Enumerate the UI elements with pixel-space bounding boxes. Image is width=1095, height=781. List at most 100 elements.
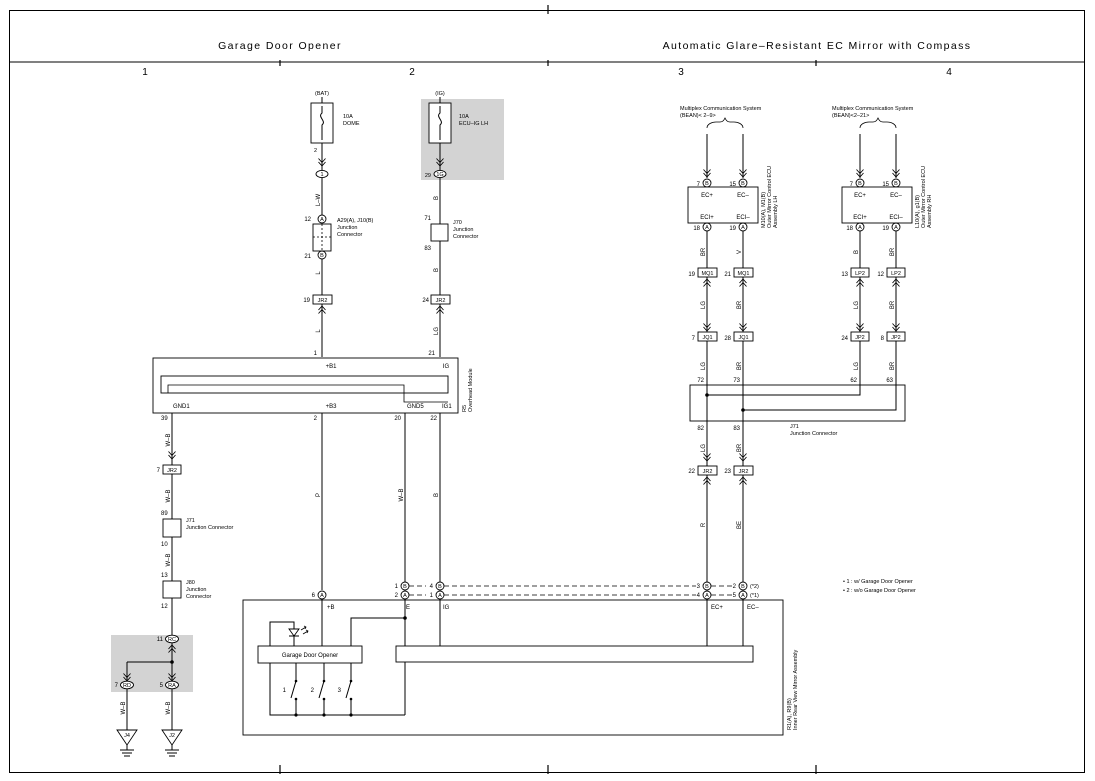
svg-text:10A: 10A (343, 114, 353, 120)
svg-text:B: B (741, 181, 745, 187)
svg-text:A: A (894, 225, 898, 231)
svg-text:A: A (705, 593, 709, 599)
svg-text:M10(A), M1(B): M10(A), M1(B) (761, 192, 767, 228)
overhead-module: 1 21 +B1 IG GND1 +B3 GND5 IG1 39 2 20 22… (152, 351, 474, 422)
svg-text:18: 18 (693, 226, 700, 232)
wire-color-be: BE (737, 521, 743, 529)
svg-text:Outer Mirror Control ECU: Outer Mirror Control ECU (921, 166, 927, 228)
svg-text:ECI+: ECI+ (700, 215, 714, 221)
wire-color-b-4: B (854, 250, 860, 254)
wire-color-wb-4: W–B (121, 701, 127, 714)
wire-color-br-3: BR (737, 361, 743, 370)
svg-text:J70: J70 (453, 220, 462, 226)
svg-text:J80: J80 (186, 580, 195, 586)
note-1: • 1 : w/ Garage Door Opener (843, 579, 913, 585)
svg-text:IG1: IG1 (442, 404, 452, 410)
fuse-ecu-ig-lh: (IG) 10A ECU–IG LH 29 1G (425, 91, 488, 179)
svg-text:4: 4 (430, 584, 434, 590)
svg-text:(BEAN)< 2–9>: (BEAN)< 2–9> (680, 113, 716, 119)
svg-text:Junction Connector: Junction Connector (790, 431, 838, 437)
svg-text:B: B (894, 181, 898, 187)
connector-jq1: 7 JQ1 28 JQ1 (692, 331, 754, 342)
svg-text:22: 22 (430, 416, 437, 422)
svg-text:EC–: EC– (737, 193, 749, 199)
svg-text:2: 2 (395, 593, 399, 599)
svg-text:10A: 10A (459, 114, 469, 120)
svg-text:24: 24 (422, 298, 429, 304)
wire-color-lg-3: LG (701, 362, 707, 370)
svg-text:A: A (320, 593, 324, 599)
svg-text:3: 3 (338, 688, 342, 694)
garage-switches: 1 2 3 (283, 663, 353, 717)
svg-text:4: 4 (697, 593, 701, 599)
wire-color-wb-5: W–B (166, 701, 172, 714)
note-2: • 2 : w/o Garage Door Opener (843, 588, 916, 594)
svg-text:B: B (438, 584, 442, 590)
svg-text:Connector: Connector (453, 234, 479, 240)
svg-text:24: 24 (841, 336, 848, 342)
svg-text:2: 2 (733, 584, 737, 590)
svg-text:IG: IG (443, 364, 450, 370)
svg-text:J71: J71 (186, 518, 195, 524)
wire-color-p: P (316, 493, 322, 497)
svg-text:Garage Door Opener: Garage Door Opener (282, 653, 338, 659)
svg-text:ECI+: ECI+ (853, 215, 867, 221)
svg-text:Inner Rear View Mirror Assembl: Inner Rear View Mirror Assembly (793, 649, 799, 730)
svg-text:71: 71 (424, 216, 431, 222)
svg-text:A: A (741, 593, 745, 599)
svg-text:B: B (705, 181, 709, 187)
header-right-title: Automatic Glare–Resistant EC Mirror with… (663, 40, 972, 52)
svg-text:73: 73 (733, 378, 740, 384)
svg-text:12: 12 (304, 217, 311, 223)
wire-color-b-1: B (434, 196, 440, 200)
svg-text:B: B (705, 584, 709, 590)
svg-text:LP2: LP2 (891, 271, 901, 277)
svg-text:19: 19 (882, 226, 889, 232)
svg-text:62: 62 (850, 378, 857, 384)
svg-text:Assembly RH: Assembly RH (927, 195, 933, 228)
svg-text:JR2: JR2 (703, 469, 713, 475)
fuse-dome: (BAT) 10A DOME 2 1 (310, 91, 360, 179)
svg-text:A: A (858, 225, 862, 231)
svg-text:7: 7 (115, 683, 119, 689)
wire-color-wb-2: W–B (166, 489, 172, 502)
svg-text:EC+: EC+ (701, 193, 713, 199)
connector-jp2: 24 JP2 8 JP2 (841, 331, 906, 342)
svg-text:GND5: GND5 (407, 404, 424, 410)
svg-text:13: 13 (841, 272, 848, 278)
svg-text:89: 89 (161, 511, 168, 517)
wire-color-l-1: L (316, 271, 322, 275)
svg-text:JR2: JR2 (318, 298, 328, 304)
wire-color-lw: L–W (316, 193, 322, 206)
svg-text:8: 8 (881, 336, 885, 342)
wire-color-lg-1: LG (434, 327, 440, 335)
wire-color-wb-3: W–B (166, 553, 172, 566)
svg-text:L10(A), g1(B): L10(A), g1(B) (915, 195, 921, 228)
svg-text:Junction: Junction (453, 227, 474, 233)
svg-text:Multiplex Communication System: Multiplex Communication System (680, 106, 762, 112)
svg-text:12: 12 (161, 604, 168, 610)
svg-text:R5: R5 (462, 405, 468, 412)
svg-text:B: B (403, 584, 407, 590)
svg-text:A29(A), J10(B): A29(A), J10(B) (337, 218, 374, 224)
svg-text:7: 7 (850, 182, 854, 188)
ground-j4: J4 (116, 729, 138, 757)
wire-color-br-4: BR (890, 247, 896, 256)
svg-text:Junction: Junction (337, 225, 358, 231)
svg-text:B: B (320, 253, 324, 259)
wire-color-br-6: BR (890, 361, 896, 370)
svg-text:RC: RC (168, 637, 176, 643)
svg-text:83: 83 (424, 246, 431, 252)
page-frame (9, 10, 1085, 773)
svg-text:1: 1 (430, 593, 434, 599)
svg-text:JP2: JP2 (855, 335, 864, 341)
wire-color-br-7: BR (737, 443, 743, 452)
header-left-title: Garage Door Opener (218, 40, 342, 52)
column-number-3: 3 (678, 67, 684, 78)
svg-text:2: 2 (314, 416, 318, 422)
svg-text:82: 82 (697, 426, 704, 432)
junction-connector-j71-left: 89 10 J71 Junction Connector (161, 511, 234, 548)
svg-text:JQ1: JQ1 (738, 335, 748, 341)
svg-text:(IG): (IG) (435, 91, 445, 97)
